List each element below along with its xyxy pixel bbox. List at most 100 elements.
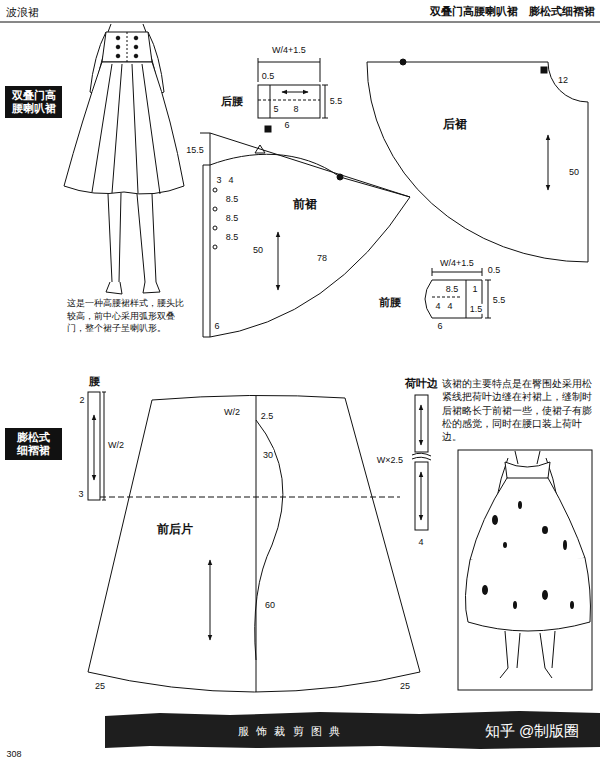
- dimension: 25: [399, 681, 411, 691]
- print-spots: [482, 501, 574, 609]
- dimension: W/2: [223, 407, 241, 417]
- dimension: 8.5: [225, 232, 240, 242]
- spot: [563, 540, 567, 550]
- triangle-mark: [255, 145, 265, 153]
- grain-arrow: [278, 232, 279, 290]
- dimension: 60: [264, 600, 276, 610]
- button: [213, 245, 217, 249]
- piece-outline: [210, 154, 410, 337]
- dimension: 5: [272, 104, 279, 114]
- dimension: 25: [94, 681, 106, 691]
- spot: [492, 515, 498, 525]
- button: [116, 45, 120, 49]
- piece-name: 后腰: [220, 95, 244, 108]
- hip-line: [100, 497, 400, 498]
- figure-frame: [458, 450, 592, 690]
- piece-outline: [88, 395, 420, 692]
- dimension: W/4+1.5: [271, 45, 307, 55]
- tag-text: 双叠门高 腰喇叭裙: [12, 89, 56, 115]
- leg: [108, 193, 156, 282]
- dimension: 5.5: [329, 96, 344, 106]
- spot: [542, 590, 548, 600]
- dimension-line: [485, 280, 491, 318]
- grain-arrow: [282, 92, 308, 93]
- dimension-line: [258, 58, 320, 82]
- piece-name: 前裙: [292, 198, 318, 212]
- page-section: 波浪裙: [5, 6, 40, 19]
- dimension: 78: [316, 253, 328, 263]
- piece-name: 前腰: [378, 296, 402, 309]
- grain-arrow: [210, 560, 211, 640]
- grain-arrow: [94, 415, 95, 480]
- dimension: 4: [417, 537, 424, 547]
- dimension: 8.5: [445, 284, 460, 294]
- mark-dot: [337, 174, 343, 180]
- button: [134, 36, 138, 40]
- dimension: 8.5: [225, 194, 240, 204]
- waistband-strip: [88, 392, 106, 500]
- piece-name: 前后片: [156, 523, 194, 537]
- spot: [503, 542, 507, 548]
- dimension: 4: [446, 301, 453, 311]
- dimension: 6: [283, 120, 290, 130]
- footer-band: [105, 711, 600, 749]
- page-heading: 双叠门高腰喇叭裙 膨松式细褶裙: [430, 5, 595, 18]
- piece-outline: [415, 462, 428, 530]
- button: [213, 207, 217, 211]
- dimension: 8.5: [225, 213, 240, 223]
- gathered-skirt-figure: [458, 450, 592, 690]
- dimension: 50: [252, 245, 264, 255]
- spot: [518, 501, 522, 509]
- grain-arrow: [421, 472, 422, 520]
- dimension: 2.5: [260, 411, 275, 421]
- dimension: 12: [557, 75, 569, 85]
- back-skirt-piece: [367, 59, 588, 262]
- torso-line: [108, 24, 146, 32]
- header-rule: [0, 22, 600, 23]
- dimension-line: [322, 85, 328, 118]
- notch-square: [265, 126, 271, 132]
- piece-outline: [88, 392, 100, 500]
- hip-curve: [255, 420, 283, 660]
- description: 该裙的主要特点是在臀围处采用松紧线把荷叶边缝在衬裙上，缝制时后裙略长于前裙一些，…: [441, 377, 595, 443]
- center-line: [256, 396, 257, 692]
- dimension-line: [102, 392, 106, 500]
- dimension: 1.5: [469, 304, 484, 314]
- inner-line: [270, 85, 271, 118]
- flared-skirt-figure: [64, 24, 184, 294]
- fold-line: [432, 297, 462, 298]
- front-waistband-piece: [425, 268, 491, 318]
- dimension: 4: [227, 175, 234, 185]
- inner-line: [466, 280, 467, 318]
- dimension: 3: [215, 175, 222, 185]
- description: 这是一种高腰裙样式，腰头比较高，前中心采用弧形双叠门，整个裙子呈喇叭形。: [66, 297, 186, 335]
- category-tag: 双叠门高 腰喇叭裙: [5, 86, 62, 118]
- piece-name: 后裙: [442, 118, 468, 132]
- mark-dot: [400, 59, 406, 65]
- skirt-upper: [470, 478, 585, 566]
- leg: [500, 631, 555, 678]
- dimension: W/4+1.5: [439, 258, 475, 268]
- torso-line: [515, 451, 540, 464]
- tag-text: 膨松式 细褶裙: [17, 431, 50, 457]
- spot: [570, 601, 574, 609]
- piece-name: 腰: [88, 375, 101, 388]
- shoe: [106, 282, 160, 294]
- dimension: 6: [213, 321, 220, 331]
- button: [134, 45, 138, 49]
- page-number: 308: [5, 749, 22, 759]
- dimension: 4: [434, 301, 441, 311]
- dimension: 0.5: [487, 265, 502, 275]
- button: [213, 188, 217, 192]
- skirt-body: [64, 62, 184, 194]
- button: [134, 54, 138, 58]
- dimension-line: [432, 268, 482, 276]
- dimension: 3: [77, 489, 84, 499]
- ruffle-strip: [412, 395, 431, 530]
- dimension: 8: [292, 104, 299, 114]
- dimension: 0.5: [261, 71, 276, 81]
- book-title: 服 饰 裁 剪 图 典: [237, 725, 342, 738]
- piece-outline: [258, 85, 320, 118]
- dimension: 15.5: [185, 145, 205, 155]
